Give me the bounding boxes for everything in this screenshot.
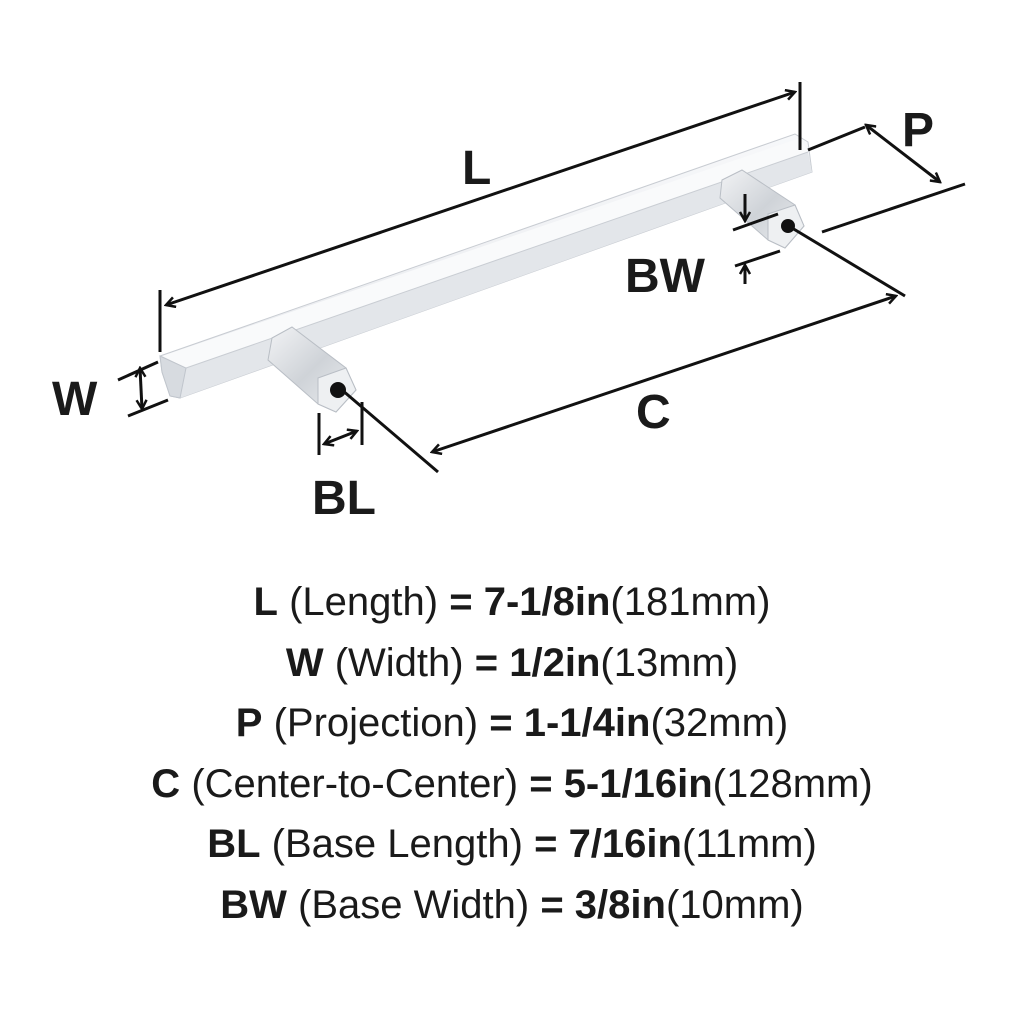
label-L: L — [462, 142, 491, 195]
spec-name: (Projection) — [273, 701, 479, 745]
width-dimension: W — [52, 360, 169, 426]
projection-dimension: P — [807, 104, 966, 234]
spec-key: L — [253, 580, 278, 624]
spec-value: 7/16in — [568, 822, 682, 866]
spec-metric: (11mm) — [681, 822, 817, 866]
center-to-center-dimension: C — [341, 226, 906, 474]
length-dimension: L — [158, 82, 802, 352]
spec-key: BW — [220, 882, 287, 927]
spec-metric: (181mm) — [610, 580, 771, 624]
left-screw-hole — [330, 382, 346, 398]
spec-metric: (128mm) — [712, 761, 873, 806]
left-post — [267, 326, 357, 413]
label-BL: BL — [312, 472, 376, 525]
spec-value: 1-1/4in — [523, 701, 651, 745]
spec-value: 1/2in — [509, 640, 601, 685]
spec-projection: P (Projection) = 1-1/4in(32mm) — [0, 693, 1024, 754]
label-W: W — [52, 373, 98, 426]
handle-dimension-drawing: L P W BW C BL — [52, 82, 966, 525]
spec-name: (Width) — [334, 640, 464, 685]
spec-base-length: BL (Base Length) = 7/16in(11mm) — [0, 814, 1024, 875]
label-BW: BW — [625, 250, 706, 303]
spec-equals: = — [529, 761, 553, 806]
spec-value: 3/8in — [574, 882, 666, 927]
spec-equals: = — [474, 640, 499, 685]
spec-metric: (10mm) — [665, 882, 804, 927]
spec-metric: (32mm) — [650, 701, 789, 745]
spec-key: W — [285, 640, 324, 685]
spec-metric: (13mm) — [600, 640, 739, 685]
spec-equals: = — [540, 882, 564, 927]
spec-name: (Base Width) — [298, 882, 530, 927]
spec-value: 7-1/8in — [483, 580, 611, 624]
spec-equals: = — [534, 822, 558, 866]
label-P: P — [902, 104, 934, 157]
right-screw-hole — [781, 219, 795, 233]
spec-key: C — [151, 761, 181, 806]
spec-name: (Length) — [289, 580, 439, 624]
specifications-list: L (Length) = 7-1/8in(181mm) W (Width) = … — [0, 572, 1024, 935]
spec-name: (Center-to-Center) — [191, 761, 519, 806]
spec-equals: = — [449, 580, 473, 624]
base-length-dimension: BL — [312, 402, 376, 525]
spec-equals: = — [489, 701, 513, 745]
spec-width: W (Width) = 1/2in(13mm) — [0, 633, 1024, 694]
label-C: C — [636, 386, 671, 439]
spec-value: 5-1/16in — [563, 761, 713, 806]
spec-base-width: BW (Base Width) = 3/8in(10mm) — [0, 875, 1024, 936]
spec-key: P — [235, 701, 263, 745]
spec-center-to-center: C (Center-to-Center) = 5-1/16in(128mm) — [0, 754, 1024, 815]
spec-key: BL — [207, 822, 261, 866]
spec-name: (Base Length) — [271, 822, 523, 866]
spec-length: L (Length) = 7-1/8in(181mm) — [0, 572, 1024, 633]
